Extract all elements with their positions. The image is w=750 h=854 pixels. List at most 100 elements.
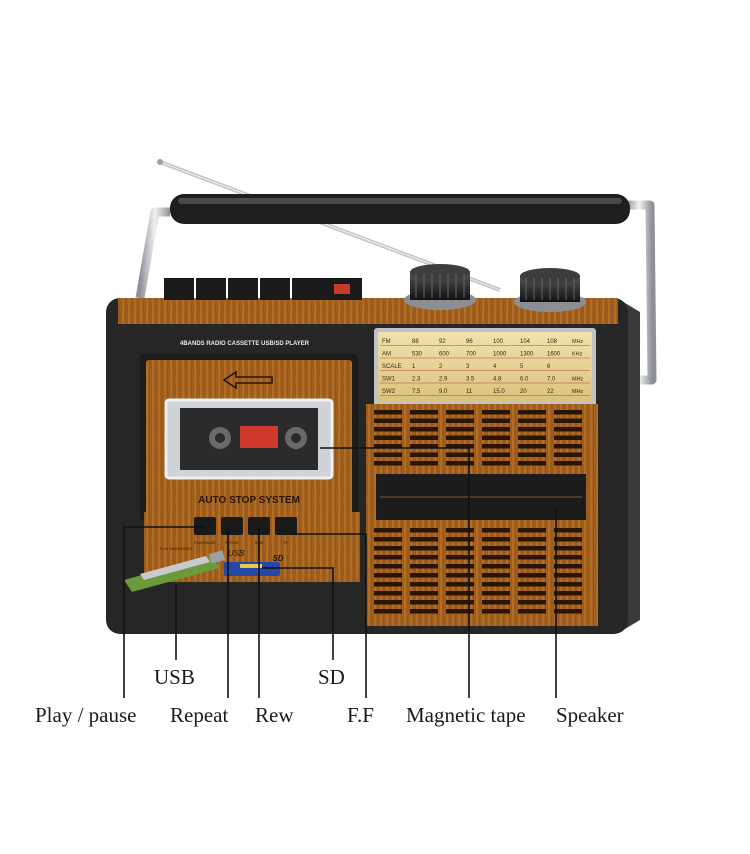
speaker-slot: [374, 546, 402, 551]
transport-buttons: [194, 517, 297, 535]
speaker-slot: [518, 435, 546, 440]
dial-value: 2: [439, 364, 443, 370]
dial-value: 6: [547, 364, 551, 370]
speaker-slot: [554, 452, 582, 457]
speaker-slot: [410, 427, 438, 432]
sd-port-label: SD: [272, 554, 283, 563]
leader-ff: [290, 533, 367, 698]
speaker-slot: [374, 600, 402, 605]
speaker-slot: [518, 461, 546, 466]
speaker-slot: [410, 452, 438, 457]
dial-value: 22: [547, 389, 554, 395]
callout-play-pause: Play / pause: [35, 703, 137, 727]
speaker-slot: [482, 452, 510, 457]
speaker-slot: [554, 564, 582, 569]
speaker-slot: [482, 461, 510, 466]
dial-band-label: SW2: [382, 389, 396, 395]
speaker-slot: [518, 600, 546, 605]
repeat-button[interactable]: [221, 517, 243, 535]
ff-button[interactable]: [275, 517, 297, 535]
dial-value: 6.0: [520, 377, 529, 383]
speaker-slot: [554, 555, 582, 560]
handle-frame: [135, 207, 170, 299]
speaker-slot: [518, 582, 546, 587]
speaker-slot: [446, 573, 474, 578]
usb-stick[interactable]: [124, 550, 226, 592]
speaker-slot: [518, 410, 546, 415]
speaker-slot: [554, 582, 582, 587]
cassette-key[interactable]: [164, 278, 194, 300]
speaker-slot: [446, 591, 474, 596]
callout-rew: Rew: [255, 703, 294, 727]
tuning-knob[interactable]: [514, 268, 586, 312]
dial-value: 20: [520, 389, 527, 395]
speaker-slot: [482, 609, 510, 614]
speaker-slot: [518, 546, 546, 551]
speaker-slot: [518, 528, 546, 533]
dial-value: 1600: [547, 352, 561, 358]
dial-band-label: FM: [382, 339, 391, 345]
dial-value: 100: [493, 339, 504, 345]
speaker-slot: [554, 444, 582, 449]
usb-port-label: USB: [228, 549, 245, 558]
callout-repeat: Repeat: [170, 703, 229, 727]
speaker-slot: [482, 591, 510, 596]
speaker-slot: [554, 461, 582, 466]
sd-card[interactable]: [224, 562, 280, 576]
dial-value: 2.3: [412, 377, 421, 383]
speaker-slot: [518, 555, 546, 560]
volume-knob[interactable]: [404, 264, 476, 310]
speaker-slot: [554, 600, 582, 605]
speaker-slot: [374, 452, 402, 457]
speaker-slot: [410, 418, 438, 423]
speaker-slot: [374, 418, 402, 423]
record-key[interactable]: [292, 278, 362, 300]
speaker-slot: [518, 444, 546, 449]
speaker-slot: [374, 444, 402, 449]
speaker-slot: [410, 528, 438, 533]
speaker-slot: [410, 461, 438, 466]
speaker-slot: [482, 582, 510, 587]
speaker-slot: [518, 573, 546, 578]
speaker-slot: [554, 528, 582, 533]
leader-play-pause: [123, 526, 205, 698]
cassette-key[interactable]: [260, 278, 290, 300]
speaker-slot: [554, 573, 582, 578]
play-mode-label: PLAY MODE/RESET: [160, 547, 194, 551]
speaker-slot: [482, 564, 510, 569]
leader-sd: [262, 567, 334, 660]
speaker-slot: [374, 427, 402, 432]
dial-value: 1300: [520, 352, 534, 358]
callout-usb: USB: [154, 665, 195, 689]
speaker-slot: [446, 427, 474, 432]
play-pause-button[interactable]: [194, 517, 216, 535]
speaker-slot: [518, 418, 546, 423]
speaker-slot: [446, 444, 474, 449]
dial-unit: MHz: [572, 339, 584, 345]
magnetic-tape: [240, 426, 278, 448]
speaker-slot: [410, 582, 438, 587]
speaker-slot: [482, 427, 510, 432]
speaker-slot: [374, 461, 402, 466]
callout-ff: F.F: [347, 703, 374, 727]
dial-value: 4: [493, 364, 497, 370]
rew-button[interactable]: [248, 517, 270, 535]
dial-band-label: SCALE: [382, 364, 402, 370]
dial-unit: MHz: [572, 389, 584, 395]
speaker-slot: [554, 537, 582, 542]
speaker-slot: [410, 609, 438, 614]
speaker-slot: [410, 555, 438, 560]
cassette-key[interactable]: [196, 278, 226, 300]
callout-sd: SD: [318, 665, 345, 689]
speaker-slot: [482, 418, 510, 423]
speaker-slot: [554, 410, 582, 415]
speaker-slot: [410, 600, 438, 605]
dial-value: 3.5: [466, 377, 475, 383]
speaker-slot: [446, 609, 474, 614]
speaker-slot: [410, 435, 438, 440]
speaker-slot: [554, 418, 582, 423]
cassette-key[interactable]: [228, 278, 258, 300]
dial-value: 600: [439, 352, 450, 358]
speaker-slot: [446, 564, 474, 569]
